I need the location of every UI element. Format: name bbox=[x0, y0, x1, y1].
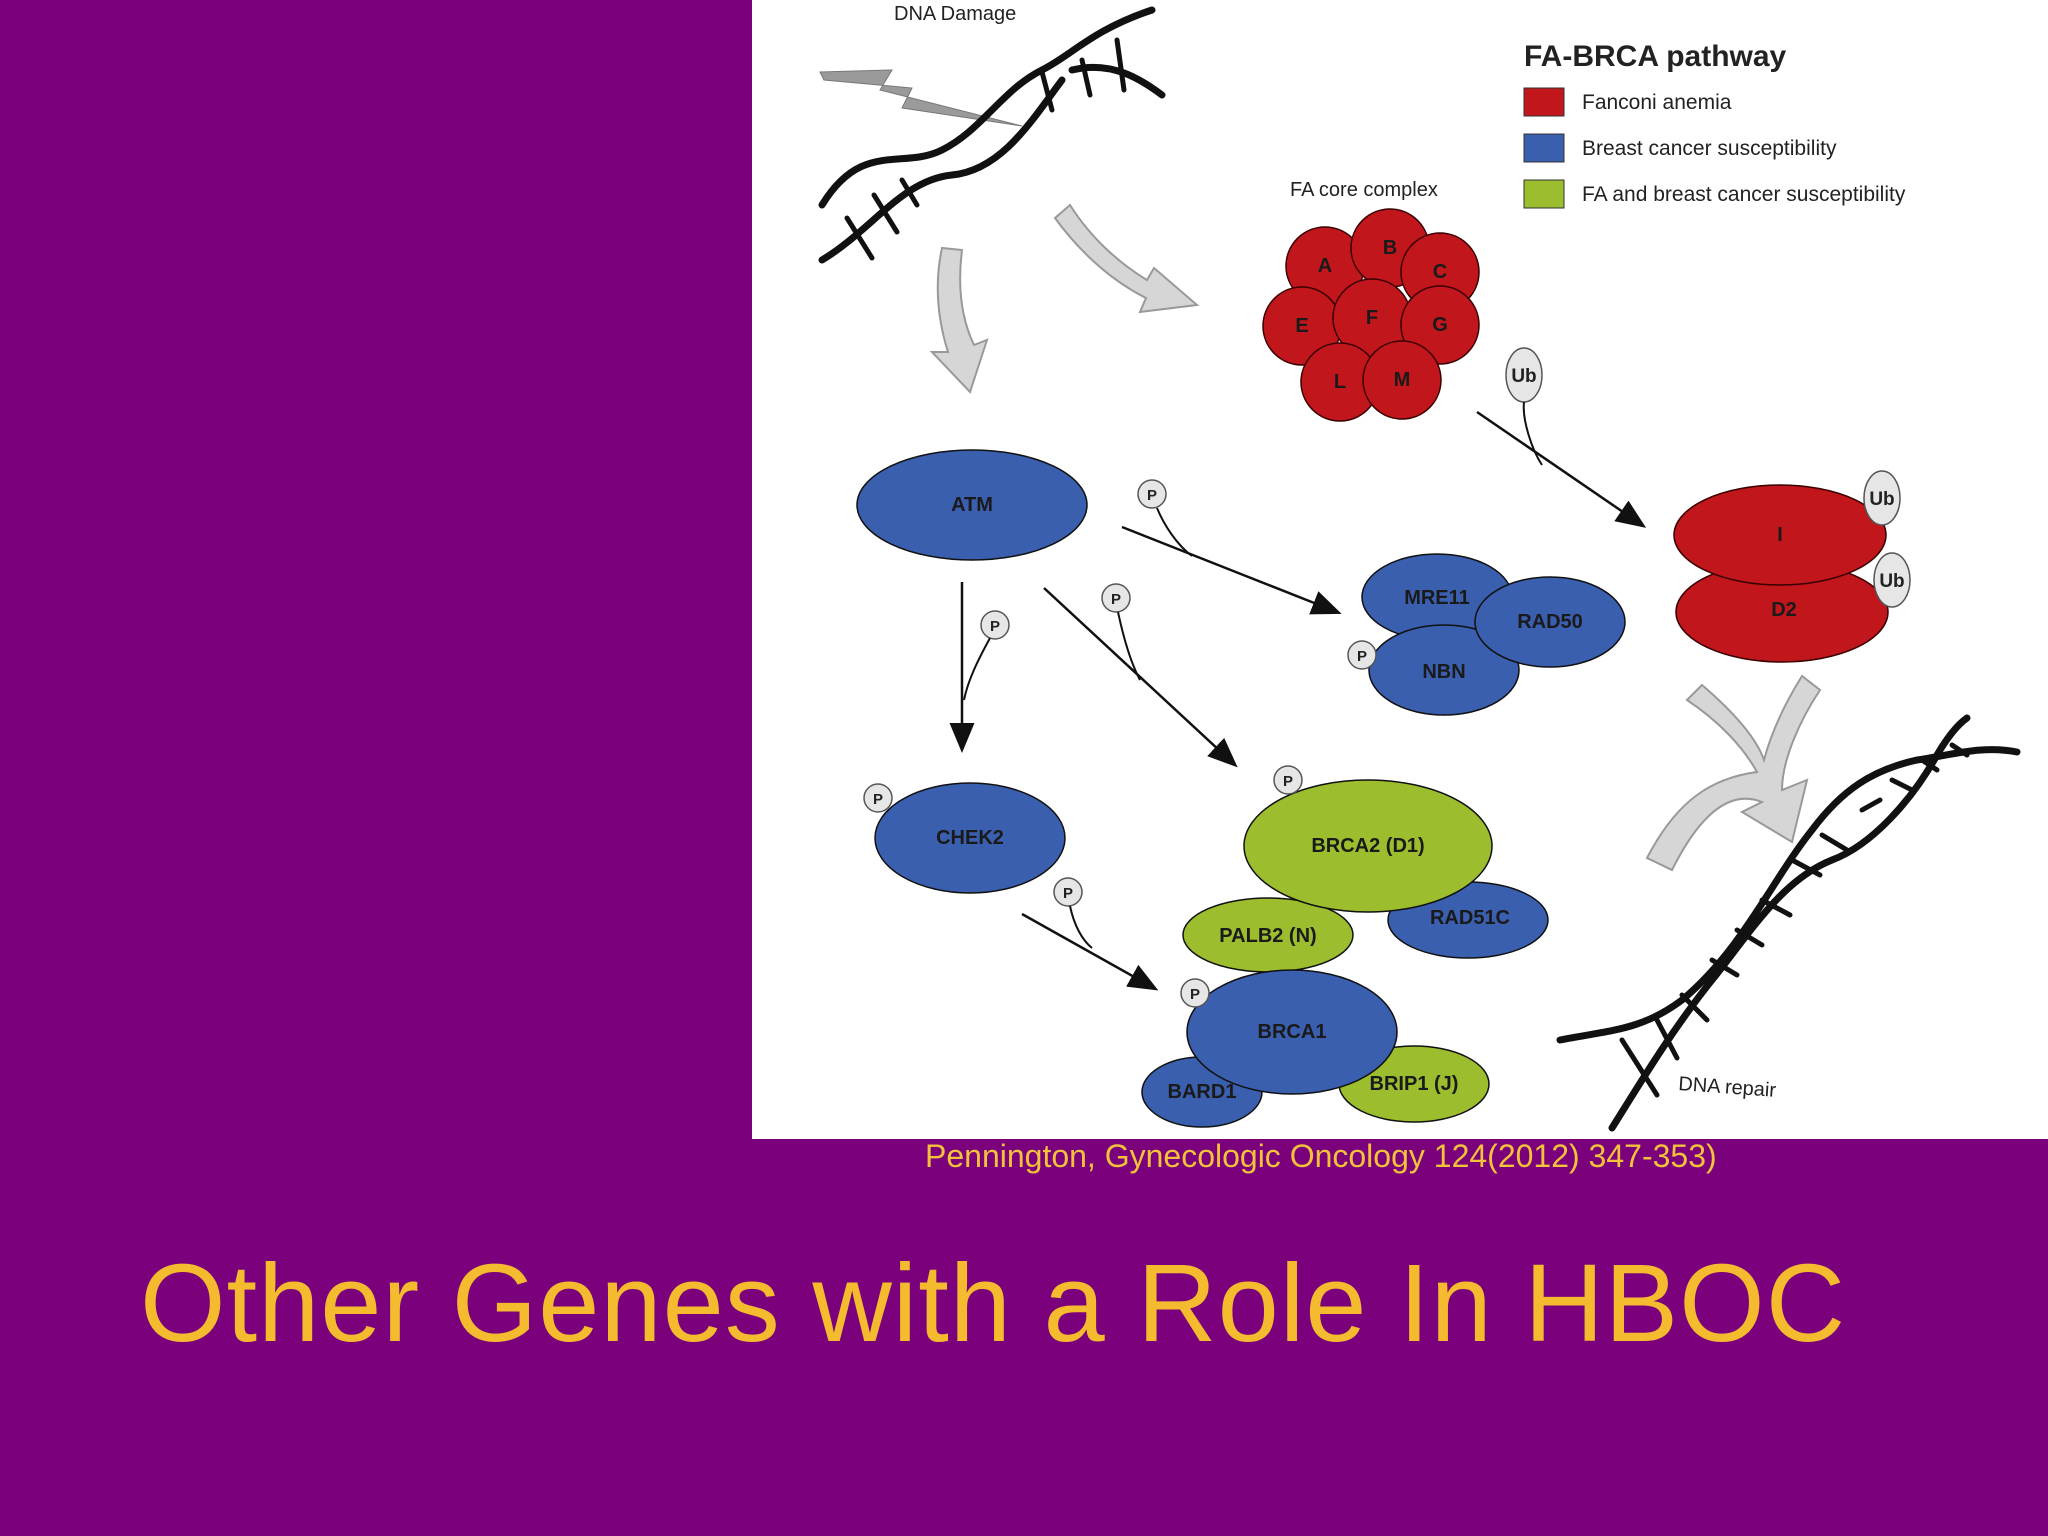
rad51c-label: RAD51C bbox=[1430, 907, 1510, 929]
fancd2-label: D2 bbox=[1771, 599, 1797, 621]
phospho-badge bbox=[1180, 978, 1210, 1008]
ubiquitin-label: Ub bbox=[1511, 366, 1536, 387]
brca1-node bbox=[1186, 969, 1398, 1095]
repaired-dna-helix-icon bbox=[1556, 714, 2021, 1132]
fa-core-letter: E bbox=[1295, 315, 1308, 337]
fa-core-complex bbox=[1262, 208, 1480, 422]
phospho-badge bbox=[1053, 877, 1083, 907]
dna-damage-label: DNA Damage bbox=[894, 3, 1016, 25]
legend-item-label: FA and breast cancer susceptibility bbox=[1582, 183, 1906, 206]
atm-label: ATM bbox=[951, 494, 993, 516]
slide-title: Other Genes with a Role In HBOC bbox=[140, 1242, 1847, 1365]
brca2-node bbox=[1243, 779, 1493, 913]
atm-node bbox=[856, 449, 1088, 561]
ub-curve bbox=[1522, 401, 1543, 466]
nbn-node bbox=[1368, 624, 1520, 716]
ubiquitin-badge bbox=[1873, 552, 1911, 608]
rad50-label: RAD50 bbox=[1517, 611, 1583, 633]
convergent-arrow-icon bbox=[1645, 674, 1822, 872]
phospho-curve bbox=[1156, 507, 1193, 557]
bard1-label: BARD1 bbox=[1168, 1081, 1237, 1103]
phospho-badge bbox=[1347, 640, 1377, 670]
phospho-curve bbox=[963, 637, 991, 701]
legend-item-label: Breast cancer susceptibility bbox=[1582, 137, 1837, 160]
legend-item-label: Fanconi anemia bbox=[1582, 91, 1732, 114]
nbn-label: NBN bbox=[1422, 661, 1465, 683]
fa-core-letter: A bbox=[1318, 255, 1332, 277]
brip1-label: BRIP1 (J) bbox=[1370, 1073, 1459, 1095]
phospho-label: P bbox=[990, 618, 1000, 635]
diagonal-arrow-icon bbox=[1053, 203, 1200, 314]
citation-text: Pennington, Gynecologic Oncology 124(201… bbox=[925, 1138, 1717, 1174]
ubiquitin-label: Ub bbox=[1869, 489, 1894, 510]
legend-swatch-red bbox=[1523, 87, 1565, 117]
fa-core-letter: L bbox=[1334, 371, 1346, 393]
legend-swatch-blue bbox=[1523, 133, 1565, 163]
pathway-figure: DNA Damage FA core complex A B C E F G L bbox=[752, 0, 2048, 1139]
phospho-badge bbox=[1101, 583, 1131, 613]
arrow-atm-to-mrn bbox=[1121, 525, 1342, 615]
chek2-label: CHEK2 bbox=[936, 827, 1004, 849]
dna-repair-label: DNA repair bbox=[1678, 1073, 1777, 1102]
damaged-dna-helix-icon bbox=[818, 6, 1166, 264]
phospho-badge bbox=[1273, 765, 1303, 795]
fa-core-letter: M bbox=[1394, 369, 1411, 391]
legend-title: FA-BRCA pathway bbox=[1524, 40, 1787, 73]
phospho-label: P bbox=[1147, 487, 1157, 504]
fanci-label: I bbox=[1777, 524, 1783, 546]
phospho-badge bbox=[863, 783, 893, 813]
legend-swatch-green bbox=[1523, 179, 1565, 209]
chek2-node bbox=[874, 782, 1066, 894]
fa-core-letter: F bbox=[1366, 307, 1378, 329]
fa-core-complex-label: FA core complex bbox=[1290, 179, 1438, 201]
phospho-curve bbox=[1069, 905, 1093, 949]
brca2-label: BRCA2 (D1) bbox=[1311, 835, 1424, 857]
arrow-fa-core-to-i-d2 bbox=[1476, 410, 1647, 528]
fa-core-letter: C bbox=[1433, 261, 1447, 283]
brca1-label: BRCA1 bbox=[1258, 1021, 1327, 1043]
phospho-badge bbox=[1137, 479, 1167, 509]
down-arrow-icon bbox=[929, 246, 989, 394]
fanci-node bbox=[1673, 484, 1887, 586]
phospho-label: P bbox=[1357, 648, 1367, 665]
fa-core-letter: G bbox=[1432, 314, 1448, 336]
phospho-label: P bbox=[1111, 591, 1121, 608]
palb2-label: PALB2 (N) bbox=[1219, 925, 1316, 947]
lightning-bolt-icon bbox=[819, 69, 1023, 127]
phospho-curve bbox=[1117, 611, 1141, 681]
ubiquitin-badge bbox=[1863, 470, 1901, 526]
fa-core-letters: A B C E F G L M bbox=[1295, 237, 1447, 393]
phospho-label: P bbox=[873, 791, 883, 808]
legend: FA-BRCA pathway Fanconi anemia Breast ca… bbox=[1523, 40, 1906, 209]
arrow-chek2-to-brca1 bbox=[1021, 912, 1159, 991]
fa-core-letter: B bbox=[1383, 237, 1397, 259]
phospho-label: P bbox=[1063, 885, 1073, 902]
phospho-label: P bbox=[1283, 773, 1293, 790]
mre11-label: MRE11 bbox=[1404, 587, 1470, 609]
ubiquitin-label: Ub bbox=[1879, 571, 1904, 592]
fa-brca-pathway-diagram: DNA Damage FA core complex A B C E F G L bbox=[818, 3, 2021, 1132]
rad50-node bbox=[1474, 576, 1626, 668]
phospho-badge bbox=[980, 610, 1010, 640]
phospho-label: P bbox=[1190, 986, 1200, 1003]
